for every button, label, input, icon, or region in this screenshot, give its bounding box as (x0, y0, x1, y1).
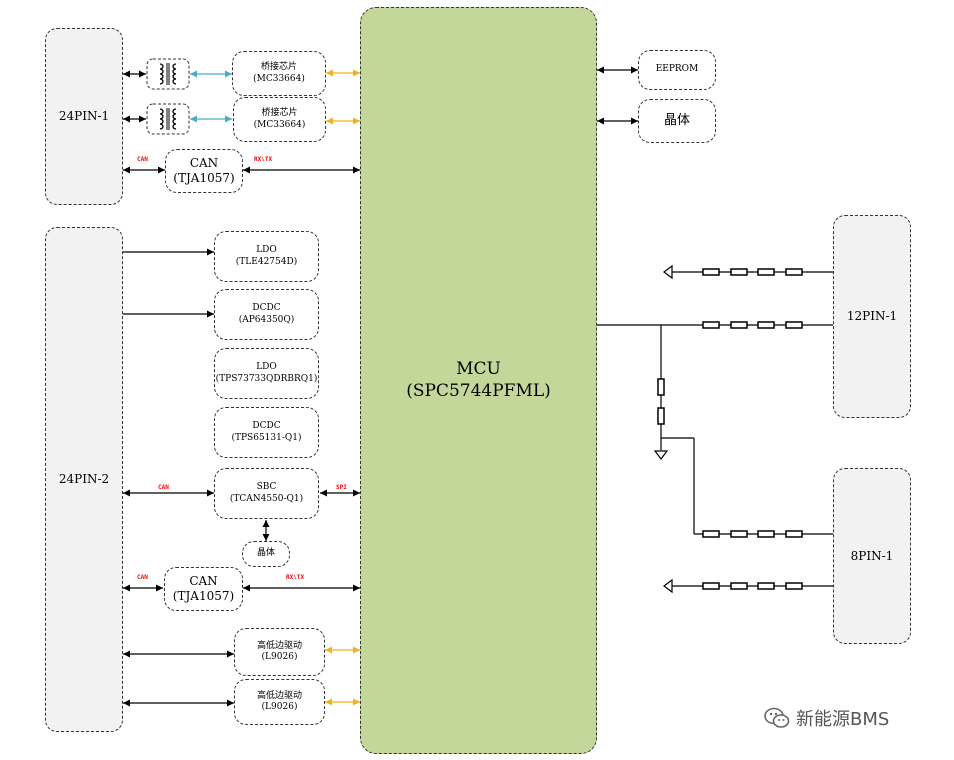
block-name: LDO (256, 362, 277, 373)
connector-24pin-1: 24PIN-1 (45, 28, 123, 205)
block-name: 桥接芯片 (261, 108, 298, 119)
block-name: SBC (256, 482, 277, 493)
signal-label-sbc-can: CAN (158, 484, 169, 491)
dcdc-ap64350q: DCDC (AP64350Q) (214, 289, 319, 340)
can-transceiver-1: CAN (TJA1057) (165, 149, 243, 193)
dcdc-tps65131: DCDC (TPS65131-Q1) (214, 407, 319, 458)
mcu-name: MCU (456, 359, 501, 380)
watermark: 新能源BMS (764, 705, 889, 731)
connector-label: 12PIN-1 (846, 309, 898, 323)
wechat-icon (764, 707, 790, 728)
block-name: 高低边驱动 (256, 690, 302, 701)
block-name: CAN (189, 156, 219, 170)
connector-label: 24PIN-2 (58, 472, 110, 486)
connector-8pin-1: 8PIN-1 (833, 468, 911, 644)
bridge-chip-1: 桥接芯片 (MC33664) (232, 51, 326, 96)
block-name: 桥接芯片 (260, 62, 297, 73)
block-part: (L9026) (261, 702, 298, 712)
connector-label: 8PIN-1 (850, 548, 894, 563)
block-part: (TCAN4550-Q1) (229, 493, 304, 504)
block-part: (TPS65131-Q1) (231, 432, 302, 443)
ldo-tle42754d: LDO (TLE42754D) (214, 231, 319, 282)
block-part: (MC33664) (253, 73, 305, 84)
block-part: (TPS73733QDRBRQ1) (215, 373, 318, 384)
signal-label-can1-bus: CAN (137, 156, 148, 163)
block-name: DCDC (252, 303, 281, 314)
block-name: LDO (256, 245, 277, 256)
bridge-chip-2: 桥接芯片 (MC33664) (233, 97, 326, 142)
connector-label: 24PIN-1 (58, 109, 110, 123)
driver-l9026-2: 高低边驱动 (L9026) (234, 679, 325, 725)
mcu-part: (SPC5744PFML) (406, 380, 551, 401)
block-name: 晶体 (256, 548, 275, 559)
connector-24pin-2: 24PIN-2 (45, 227, 123, 732)
connector-12pin-1: 12PIN-1 (833, 215, 911, 418)
block-part: (TLE42754D) (235, 256, 298, 267)
signal-label-can1-rxtx: RX\TX (254, 156, 273, 163)
crystal-sbc: 晶体 (242, 541, 290, 567)
signal-label-can2-bus: CAN (137, 574, 148, 581)
block-name: 高低边驱动 (256, 640, 302, 651)
block-part: (AP64350Q) (238, 314, 295, 325)
signal-label-sbc-spi: SPI (336, 484, 347, 491)
block-part: (MC33664) (253, 119, 306, 130)
isolation-transformer-1 (146, 58, 190, 90)
resistor-network (597, 264, 833, 594)
block-name: CAN (189, 574, 218, 588)
ldo-tps73733: LDO (TPS73733QDRBRQ1) (214, 348, 319, 399)
sbc-tcan4550: SBC (TCAN4550-Q1) (214, 468, 319, 519)
isolation-transformer-2 (146, 103, 190, 135)
block-part: (TJA1057) (172, 589, 235, 603)
driver-l9026-1: 高低边驱动 (L9026) (234, 628, 325, 676)
can-transceiver-2: CAN (TJA1057) (164, 567, 243, 611)
block-name: EEPROM (655, 64, 699, 75)
eeprom: EEPROM (638, 50, 716, 90)
mcu-block: MCU (SPC5744PFML) (360, 7, 597, 754)
watermark-text: 新能源BMS (796, 709, 890, 730)
signal-label-can2-rxtx: RX\TX (286, 574, 305, 581)
block-name: 晶体 (663, 112, 690, 128)
block-part: (L9026) (261, 652, 298, 662)
resistors (657, 268, 803, 590)
block-name: DCDC (252, 421, 281, 432)
block-part: (TJA1057) (173, 171, 235, 185)
crystal-mcu: 晶体 (638, 99, 716, 143)
